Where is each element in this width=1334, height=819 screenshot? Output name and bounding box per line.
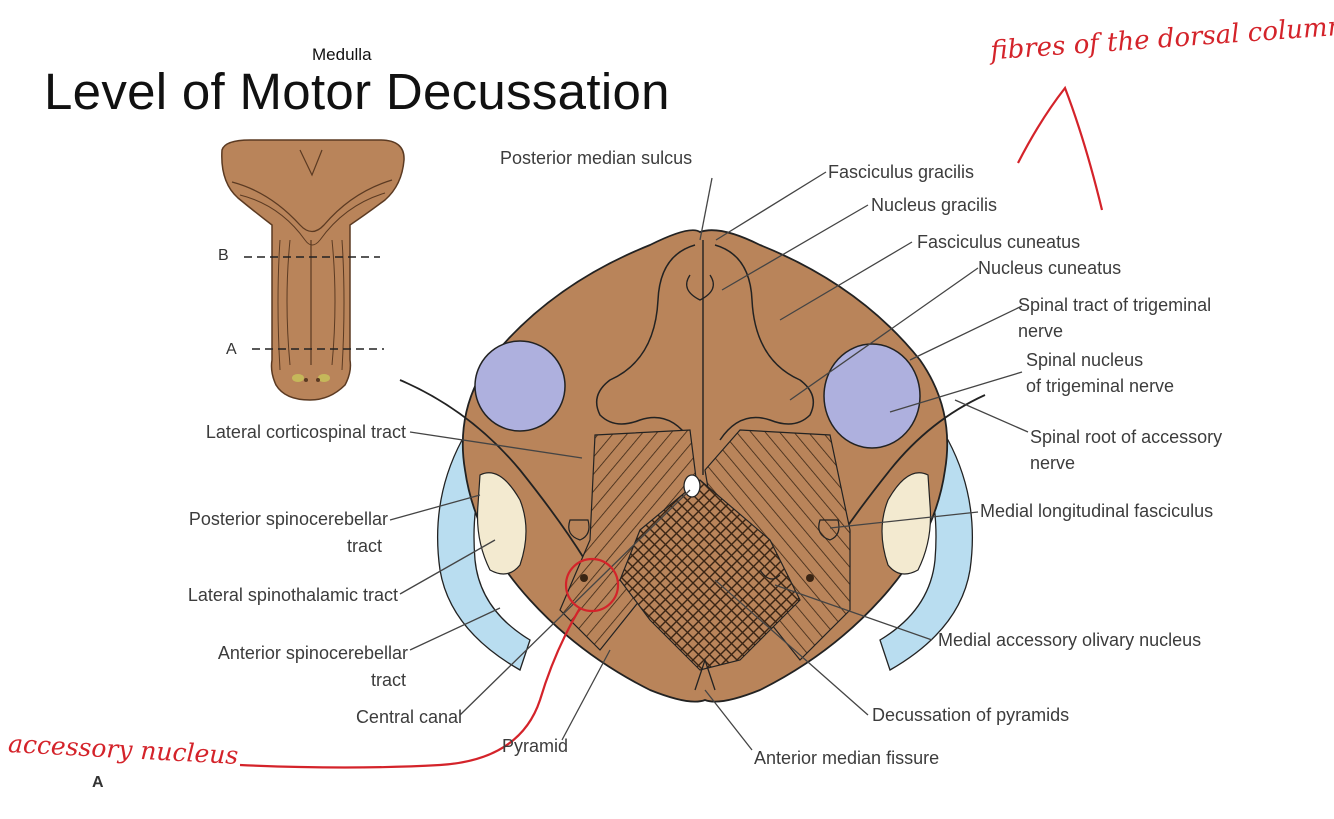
label-spinal-tract-trigeminal: Spinal tract of trigeminal: [1018, 295, 1212, 315]
label-spinal-nucleus-trigeminal-line2: of trigeminal nerve: [1026, 376, 1175, 396]
label-decussation-of-pyramids: Decussation of pyramids: [872, 705, 1070, 725]
label-anterior-spinocerebellar-line2: tract: [370, 670, 406, 690]
label-central-canal: Central canal: [355, 707, 462, 727]
label-fasciculus-gracilis: Fasciculus gracilis: [828, 162, 975, 182]
inset-level-b-label: B: [218, 247, 229, 264]
label-nucleus-cuneatus: Nucleus cuneatus: [978, 258, 1122, 278]
label-posterior-spinocerebellar: Posterior spinocerebellar: [188, 509, 388, 529]
label-anterior-median-fissure: Anterior median fissure: [754, 748, 940, 768]
medulla-section: [399, 229, 986, 703]
red-annotation-strokes: [239, 85, 1104, 769]
overline-title: Medulla: [312, 45, 372, 64]
label-pyramid: Pyramid: [502, 736, 569, 756]
label-fasciculus-cuneatus: Fasciculus cuneatus: [917, 232, 1081, 252]
inset-brainstem: [221, 139, 405, 401]
leader-lines: [389, 171, 1029, 751]
figure-tag: A: [92, 774, 104, 791]
label-posterior-median-sulcus: Posterior median sulcus: [500, 148, 693, 168]
label-spinal-tract-trigeminal-line2: nerve: [1018, 321, 1064, 341]
label-posterior-spinocerebellar-line2: tract: [346, 536, 382, 556]
label-lateral-corticospinal: Lateral corticospinal tract: [205, 422, 406, 442]
label-nucleus-gracilis: Nucleus gracilis: [871, 195, 998, 215]
label-medial-accessory-olivary-nucleus: Medial accessory olivary nucleus: [938, 630, 1202, 650]
label-anterior-spinocerebellar: Anterior spinocerebellar: [217, 643, 408, 663]
label-spinal-nucleus-trigeminal: Spinal nucleus: [1026, 350, 1144, 370]
inset-level-a-label: A: [226, 341, 237, 358]
label-spinal-root-accessory-line2: nerve: [1030, 453, 1076, 473]
label-medial-longitudinal-fasciculus: Medial longitudinal fasciculus: [980, 501, 1214, 521]
label-spinal-root-accessory: Spinal root of accessory: [1030, 427, 1223, 447]
slide-title: Level of Motor Decussation: [44, 63, 670, 120]
label-lateral-spinothalamic: Lateral spinothalamic tract: [187, 585, 398, 605]
